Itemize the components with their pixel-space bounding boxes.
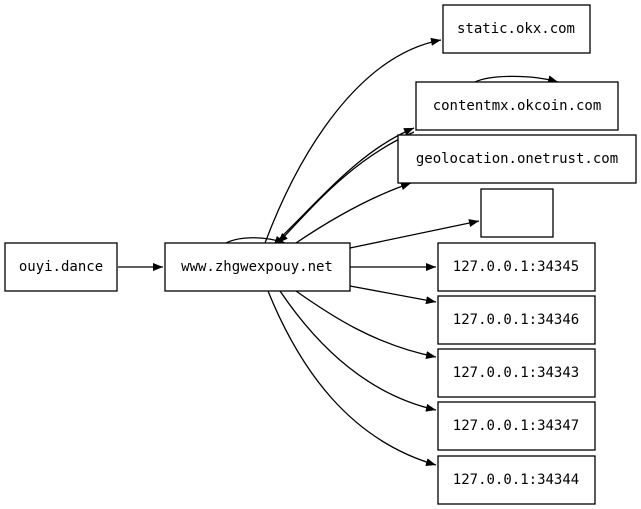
edge-zhg-to-34347 [279, 290, 437, 412]
edge-contentmx-self-loop [474, 75, 559, 84]
node-127-0-0-1-34347[interactable]: 127.0.0.1:34347 [437, 401, 596, 451]
node-label: 127.0.0.1:34343 [453, 365, 579, 381]
edge-zhg-to-geo [295, 182, 412, 244]
node-label: static.okx.com [457, 21, 575, 37]
node-label: 127.0.0.1:34347 [453, 418, 579, 434]
node-static-okx[interactable]: static.okx.com [442, 4, 591, 54]
node-127-0-0-1-34343[interactable]: 127.0.0.1:34343 [437, 348, 596, 398]
edge-zhg-to-contentmx [274, 127, 415, 244]
node-127-0-0-1-34346[interactable]: 127.0.0.1:34346 [437, 295, 596, 345]
node-zhgwexpouy[interactable]: www.zhgwexpouy.net [164, 242, 351, 292]
node-label: 127.0.0.1:34345 [453, 259, 579, 275]
node-label: geolocation.onetrust.com [416, 151, 618, 167]
node-label: ouyi.dance [19, 259, 103, 275]
node-label: 127.0.0.1:34346 [453, 312, 579, 328]
node-geolocation-onetrust[interactable]: geolocation.onetrust.com [397, 134, 637, 184]
node-label: www.zhgwexpouy.net [181, 259, 333, 275]
node-label: contentmx.okcoin.com [433, 98, 602, 114]
node-ouyi-dance[interactable]: ouyi.dance [4, 242, 118, 292]
node-label: 127.0.0.1:34344 [453, 472, 579, 488]
node-contentmx-okcoin[interactable]: contentmx.okcoin.com [415, 81, 619, 131]
edge-zhg-to-34346 [349, 285, 437, 305]
edge-zhg-to-34343 [295, 290, 437, 359]
edge-zhg-to-34344 [267, 290, 437, 467]
node-127-0-0-1-34344[interactable]: 127.0.0.1:34344 [437, 455, 596, 505]
node-127-0-0-1-34345[interactable]: 127.0.0.1:34345 [437, 242, 596, 292]
node-blank[interactable] [480, 188, 554, 238]
edge-zhg-to-blank [349, 219, 480, 249]
edge-zhg-to-static [264, 37, 442, 244]
edge-contentmx-to-zhg [277, 131, 415, 244]
